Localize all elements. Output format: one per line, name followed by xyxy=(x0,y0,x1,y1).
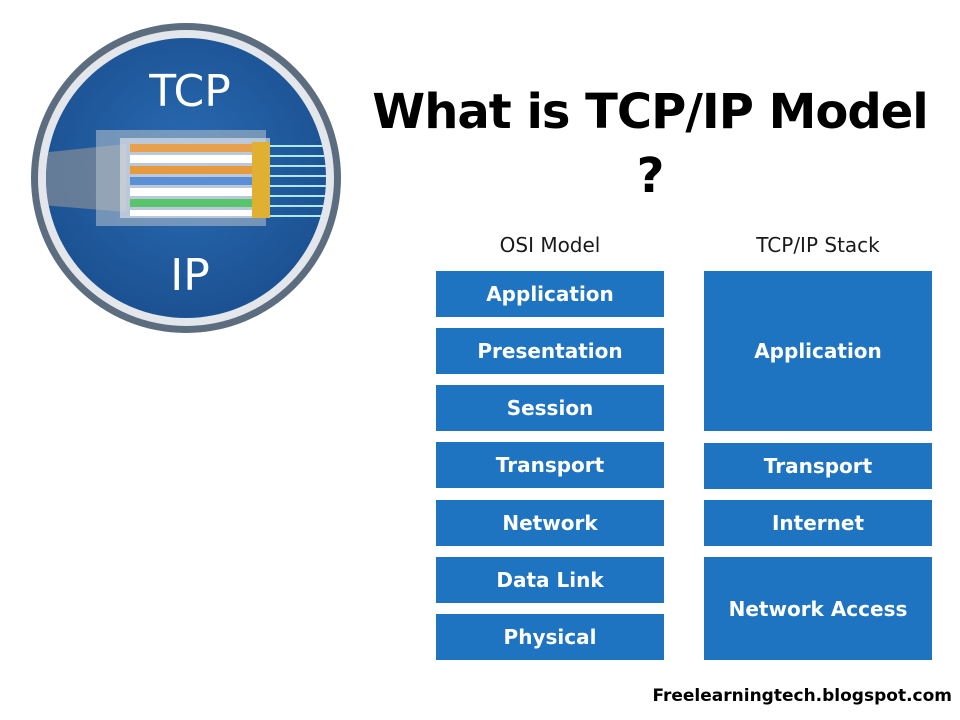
logo-ip-text: IP xyxy=(170,250,210,301)
osi-layer-session: Session xyxy=(436,385,664,431)
osi-layer-presentation: Presentation xyxy=(436,328,664,374)
osi-layer-application: Application xyxy=(436,271,664,317)
tcpip-layer-transport: Transport xyxy=(704,443,932,489)
tcpip-stack-heading: TCP/IP Stack xyxy=(756,233,880,257)
osi-layer-transport: Transport xyxy=(436,442,664,488)
page-title: What is TCP/IP Model ? xyxy=(372,84,928,204)
logo-tcp-text: TCP xyxy=(148,66,231,117)
osi-layer-physical: Physical xyxy=(436,614,664,660)
osi-model-heading: OSI Model xyxy=(499,233,601,257)
tcp-ip-logo: TCP IP xyxy=(31,23,341,333)
tcpip-layer-internet: Internet xyxy=(704,500,932,546)
footer-site-url: Freelearningtech.blogspot.com xyxy=(652,686,952,706)
tcpip-layer-network-access: Network Access xyxy=(704,557,932,660)
ethernet-cable-icon xyxy=(46,130,326,226)
osi-layer-data-link: Data Link xyxy=(436,557,664,603)
tcpip-layer-application: Application xyxy=(704,271,932,431)
osi-layer-network: Network xyxy=(436,500,664,546)
